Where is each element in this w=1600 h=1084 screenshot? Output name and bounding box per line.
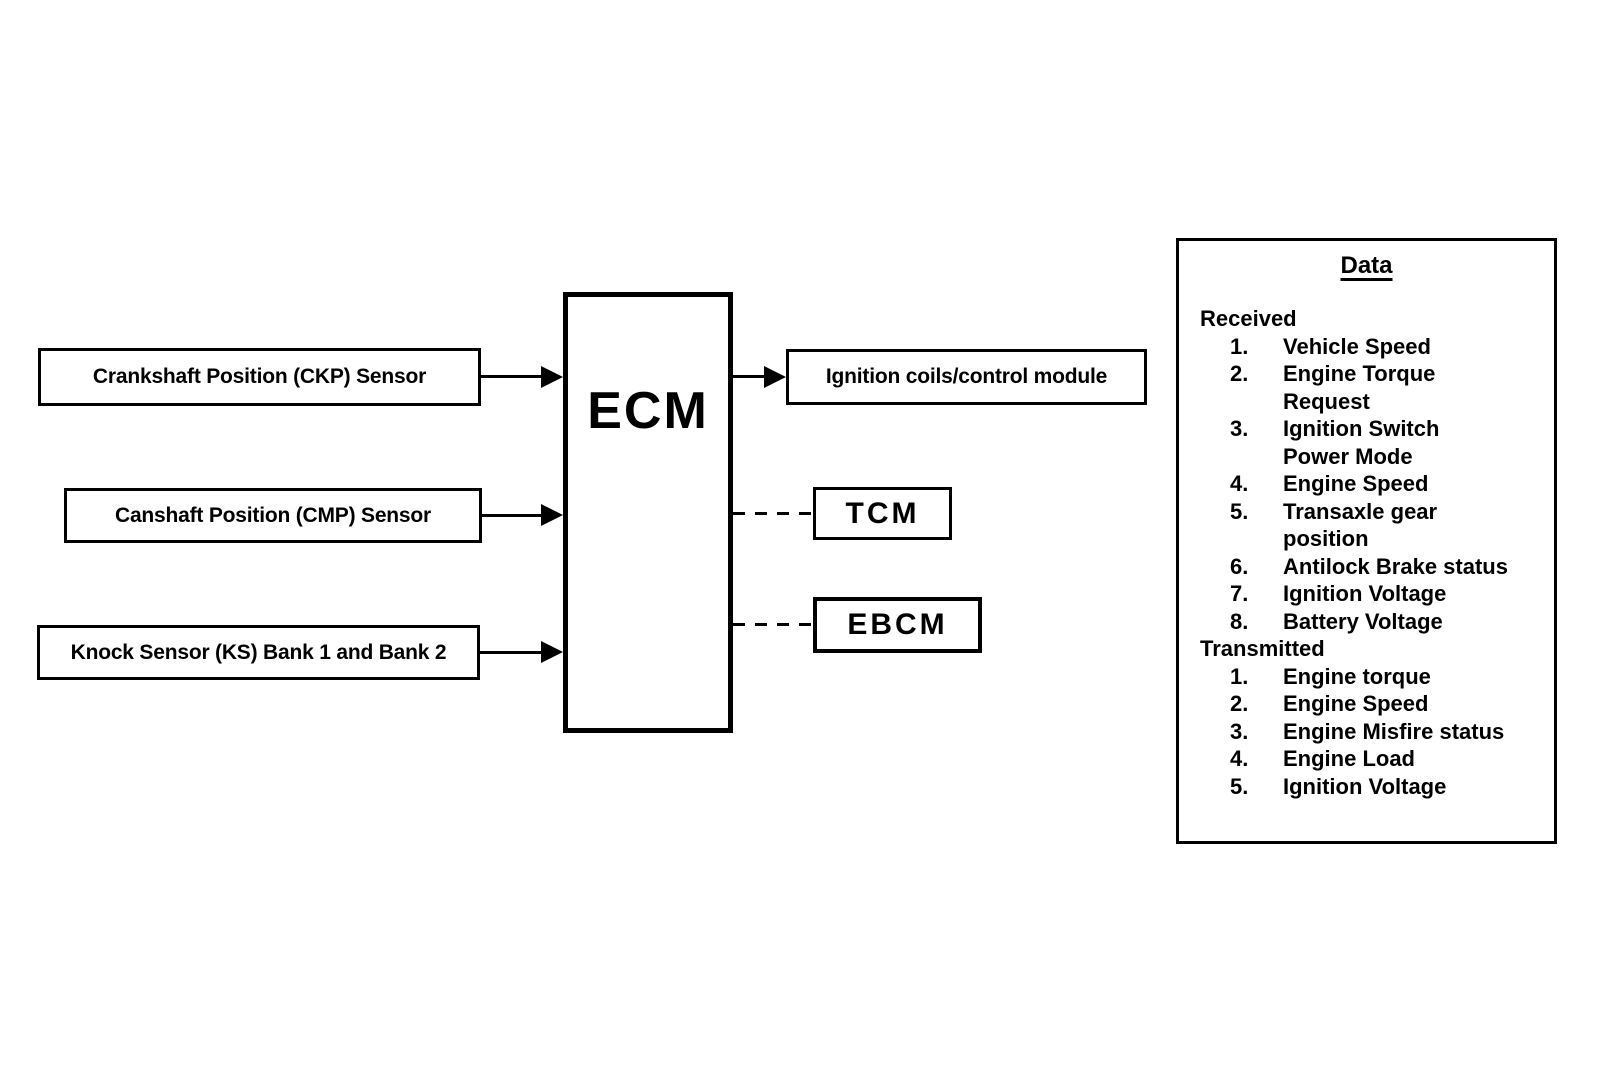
ecm-label: ECM xyxy=(587,382,709,440)
data-list-item-text: Transaxle gear position xyxy=(1283,498,1438,552)
data-list-item: 2. Engine Torque Request xyxy=(1230,360,1554,415)
data-list-item-number: 7. xyxy=(1230,581,1249,606)
ebcm-box: EBCM xyxy=(813,597,982,653)
transmitted-heading: Transmitted xyxy=(1200,636,1325,661)
knock-arrowhead-icon xyxy=(541,641,563,663)
data-panel: Data Received 1. Vehicle Speed 2. Engine To… xyxy=(1176,238,1557,844)
data-list-item-text: Battery Voltage xyxy=(1283,608,1443,634)
data-list-item-text: Ignition Switch Power Mode xyxy=(1283,416,1440,469)
data-list-item-text: Engine torque xyxy=(1283,663,1431,689)
data-list-item-number: 5. xyxy=(1230,773,1249,799)
data-list-item-text: Ignition Voltage xyxy=(1283,581,1447,606)
data-list-item-text: Ignition Voltage xyxy=(1283,773,1447,799)
ecm-to-tcm-dashed-line xyxy=(733,512,813,515)
data-list-item: 8. Battery Voltage xyxy=(1230,608,1554,636)
cmp-arrowhead-icon xyxy=(541,504,563,526)
ckp-to-ecm-line xyxy=(481,375,545,378)
data-list-item-text: Engine Load xyxy=(1283,746,1415,771)
data-list-item-text: Engine Speed xyxy=(1283,691,1429,716)
data-list-item-text: Engine Misfire status xyxy=(1283,718,1505,744)
data-list-item-number: 5. xyxy=(1230,498,1249,524)
cmp-sensor-box: Canshaft Position (CMP) Sensor xyxy=(64,488,482,543)
data-panel-title: Data xyxy=(1340,252,1393,279)
ckp-arrowhead-icon xyxy=(541,366,563,388)
data-list-item: 7. Ignition Voltage xyxy=(1230,580,1554,608)
ebcm-label: EBCM xyxy=(847,608,948,641)
knock-sensor-box: Knock Sensor (KS) Bank 1 and Bank 2 xyxy=(37,625,480,680)
data-list-item-text: Engine Torque Request xyxy=(1283,361,1436,414)
tcm-box: TCM xyxy=(813,487,952,540)
data-list-item: 5. Ignition Voltage xyxy=(1230,773,1554,801)
data-list-item: 3. Ignition Switch Power Mode xyxy=(1230,415,1554,470)
data-list-item-number: 2. xyxy=(1230,691,1249,716)
data-list-item-text: Vehicle Speed xyxy=(1283,333,1431,359)
ckp-sensor-box: Crankshaft Position (CKP) Sensor xyxy=(38,348,481,406)
data-list-item: 1. Engine torque xyxy=(1230,663,1554,691)
data-list-item-number: 6. xyxy=(1230,553,1249,579)
data-list-item-number: 2. xyxy=(1230,361,1249,386)
cmp-to-ecm-line xyxy=(482,514,545,517)
data-list-item-number: 4. xyxy=(1230,471,1249,496)
data-list-item-number: 1. xyxy=(1230,663,1249,689)
ckp-sensor-label: Crankshaft Position (CKP) Sensor xyxy=(92,365,427,388)
data-list-item: 2. Engine Speed xyxy=(1230,690,1554,718)
data-list-item-number: 3. xyxy=(1230,416,1249,441)
data-list-item: 4. Engine Speed xyxy=(1230,470,1554,498)
data-list-item: 6. Antilock Brake status xyxy=(1230,553,1554,581)
transmitted-list: 1. Engine torque 2. Engine Speed 3. Engine Mi… xyxy=(1179,663,1554,801)
tcm-label: TCM xyxy=(845,496,920,530)
cmp-sensor-label: Canshaft Position (CMP) Sensor xyxy=(114,503,432,527)
data-list-item-number: 3. xyxy=(1230,718,1249,744)
data-list-item-number: 1. xyxy=(1230,333,1249,359)
ignition-coils-label: Ignition coils/control module xyxy=(825,365,1108,388)
received-heading: Received xyxy=(1200,306,1297,331)
ecm-box: ECM xyxy=(563,292,733,733)
data-list-item: 4. Engine Load xyxy=(1230,745,1554,773)
data-list-item-number: 8. xyxy=(1230,608,1249,634)
data-list-item-text: Engine Speed xyxy=(1283,471,1429,496)
ecm-to-ignition-line xyxy=(732,375,768,378)
data-list-item-text: Antilock Brake status xyxy=(1283,553,1508,579)
ecm-to-ebcm-dashed-line xyxy=(733,623,813,626)
data-list-item: 3. Engine Misfire status xyxy=(1230,718,1554,746)
data-list-item: 1. Vehicle Speed xyxy=(1230,333,1554,361)
ignition-coils-box: Ignition coils/control module xyxy=(786,349,1147,405)
data-list-item-number: 4. xyxy=(1230,746,1249,771)
data-list-item: 5. Transaxle gear position xyxy=(1230,498,1554,553)
ignition-arrowhead-icon xyxy=(764,366,786,388)
knock-sensor-label: Knock Sensor (KS) Bank 1 and Bank 2 xyxy=(70,640,447,664)
knock-to-ecm-line xyxy=(480,651,545,654)
data-panel-title-row: Data xyxy=(1179,251,1554,281)
